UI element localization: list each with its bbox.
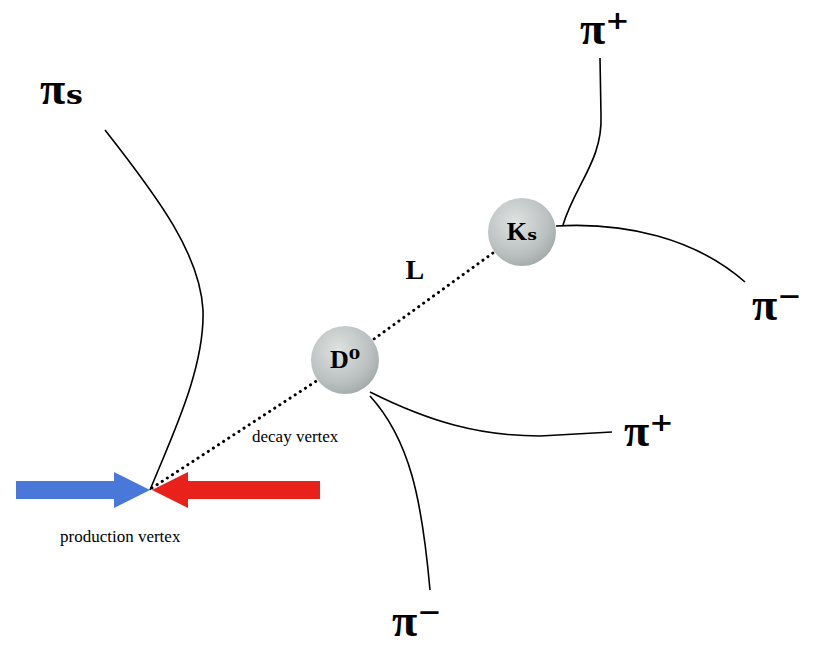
red-beam [186, 481, 320, 499]
soft-pion-track [105, 130, 203, 490]
particle-name: D⁰ [330, 347, 360, 373]
pion-track [563, 58, 601, 225]
particle-circle: Kₛ [488, 198, 556, 266]
pion-track [370, 396, 430, 590]
particle-label: πₛ [40, 66, 83, 112]
pion-track [370, 392, 612, 436]
vertex-label: production vertex [60, 528, 180, 545]
decay-length-line [374, 253, 493, 339]
particle-name: Kₛ [507, 219, 537, 245]
particle-label: π⁺ [624, 408, 673, 454]
length-label: L [405, 256, 424, 284]
particle-circle: D⁰ [311, 326, 379, 394]
red-beam-head [152, 472, 188, 508]
particle-label: π⁺ [580, 6, 629, 52]
vertex-label: decay vertex [252, 428, 338, 445]
particle-label: π⁻ [752, 282, 801, 328]
blue-beam [16, 481, 116, 499]
pion-track [556, 225, 745, 282]
blue-beam-head [114, 472, 150, 508]
particle-label: π⁻ [392, 598, 441, 644]
